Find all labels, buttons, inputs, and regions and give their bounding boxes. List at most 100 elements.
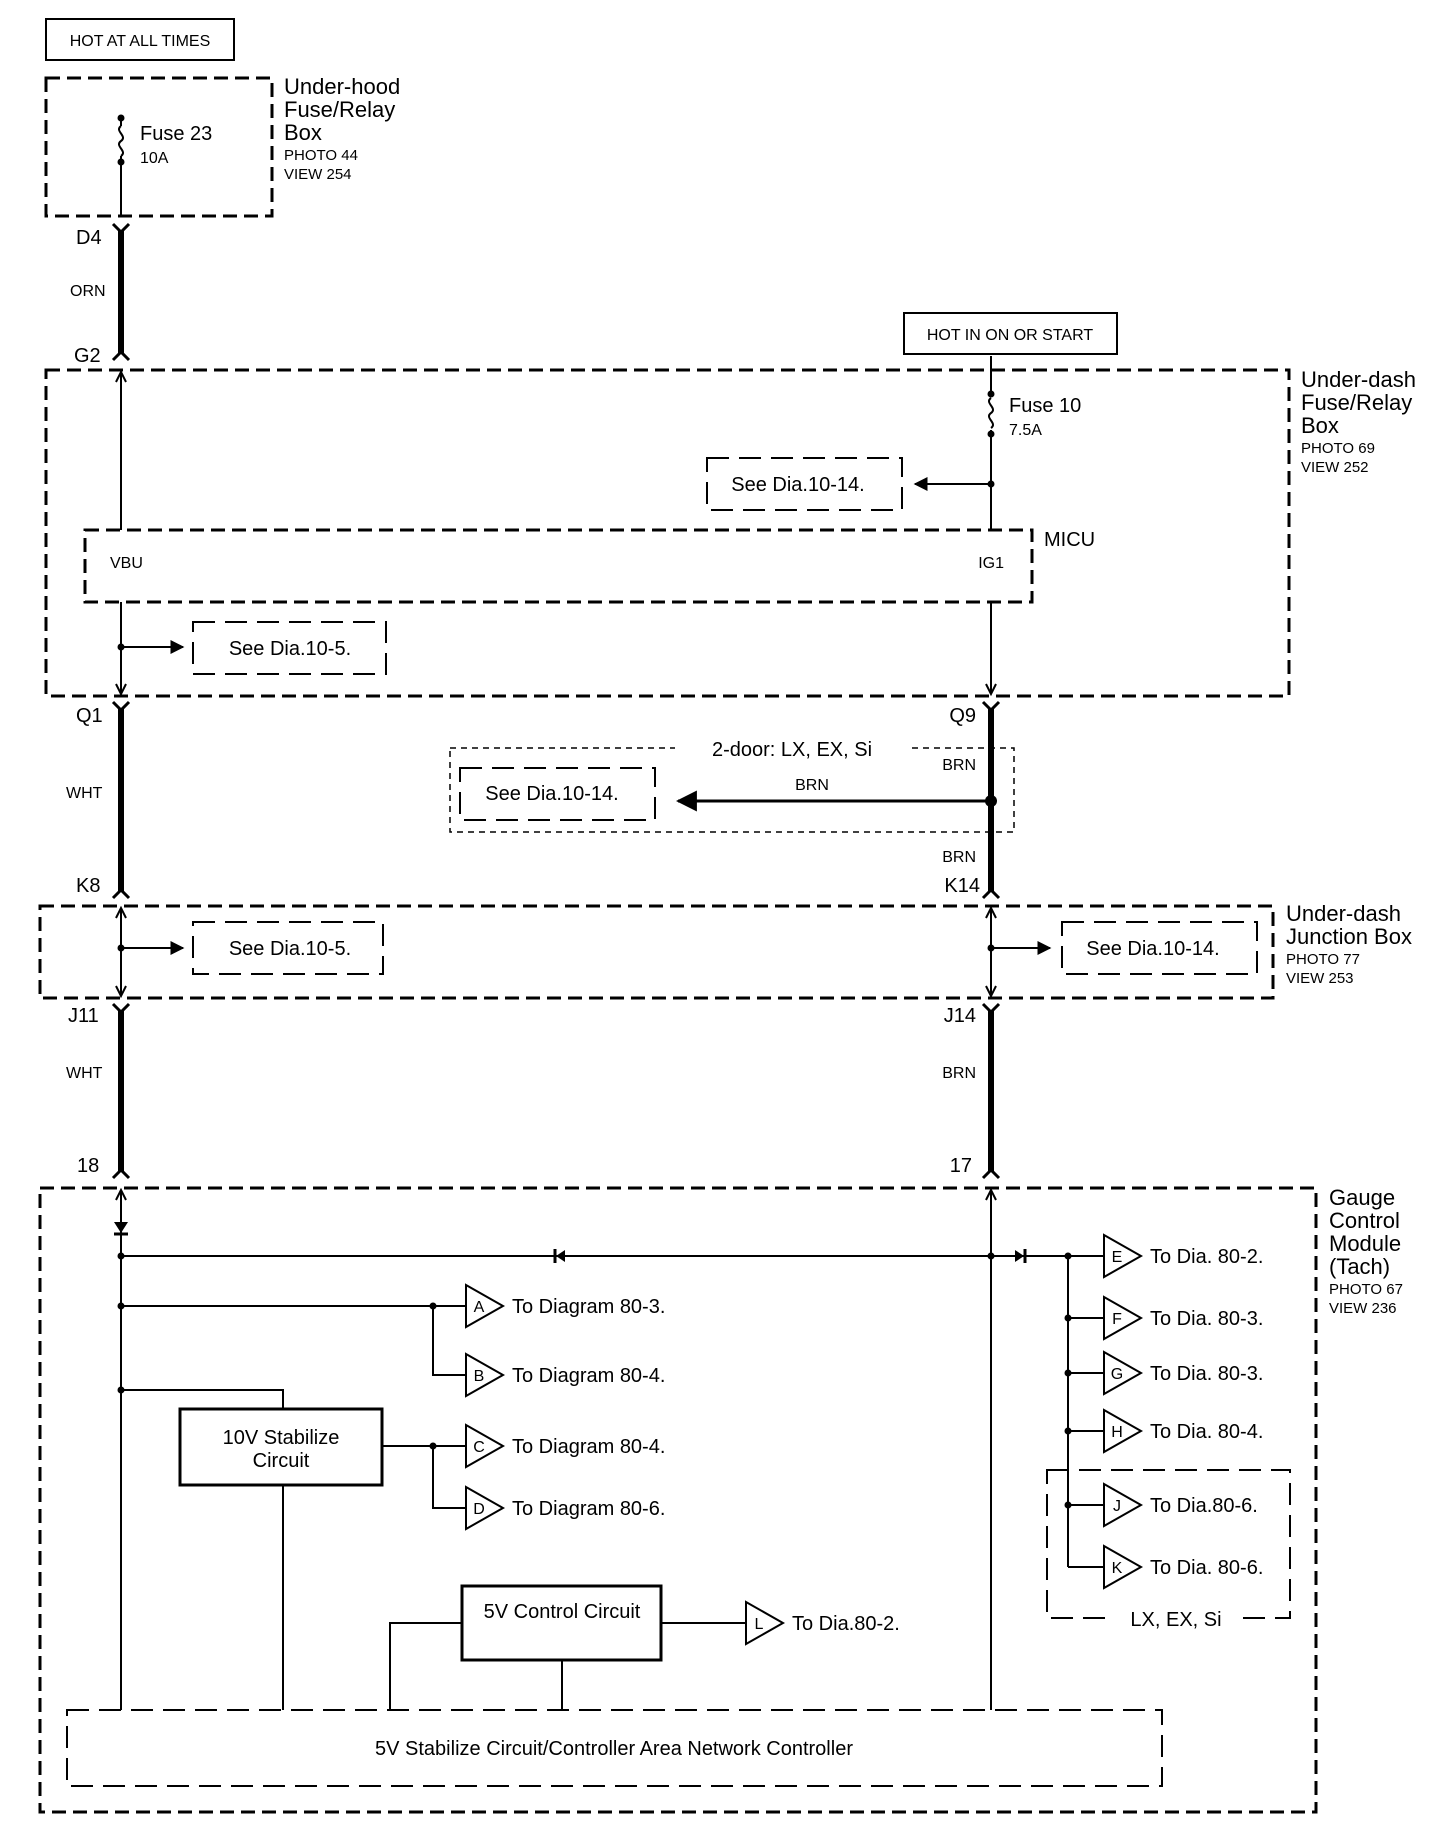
connector-g2: G2	[74, 345, 101, 367]
orn-wire: D4 ORN G2	[70, 222, 131, 367]
ref-letter: J	[1113, 1498, 1121, 1515]
wire-color-wht-upper: WHT	[66, 785, 103, 802]
ref-letter: G	[1111, 1366, 1123, 1383]
svg-text:HOT AT ALL TIMES: HOT AT ALL TIMES	[70, 33, 211, 50]
option-two-door: 2-door: LX, EX, Si BRN See Dia.10-14.	[449, 736, 1015, 833]
svg-text:Gauge: Gauge	[1329, 1185, 1395, 1210]
svg-text:PHOTO 69: PHOTO 69	[1301, 440, 1375, 457]
svg-text:5V Control Circuit: 5V Control Circuit	[484, 1601, 641, 1623]
svg-text:Under-dash: Under-dash	[1286, 901, 1401, 926]
svg-text:VIEW 236: VIEW 236	[1329, 1300, 1397, 1317]
svg-text:7.5A: 7.5A	[1009, 422, 1042, 439]
ref-triangle-k: K To Dia. 80-6.	[1103, 1544, 1263, 1590]
ref-triangle-e: E To Dia. 80-2.	[1103, 1233, 1263, 1279]
ref-triangle-f: F To Dia. 80-3.	[1103, 1295, 1263, 1341]
svg-text:2-door: LX, EX, Si: 2-door: LX, EX, Si	[712, 739, 872, 761]
svg-text:Circuit: Circuit	[253, 1450, 310, 1472]
ref-label: To Dia. 80-3.	[1150, 1308, 1263, 1330]
svg-text:VBU: VBU	[110, 555, 143, 572]
svg-text:VIEW 253: VIEW 253	[1286, 970, 1354, 987]
connector-k14: K14	[944, 875, 980, 897]
ref-letter: E	[1112, 1249, 1123, 1266]
svg-text:Fuse 10: Fuse 10	[1009, 395, 1081, 417]
ref-letter: D	[473, 1501, 485, 1518]
ref-see-dia-10-14-top: See Dia.10-14.	[706, 457, 903, 511]
option-lx-ex-si: LX, EX, Si	[1046, 1469, 1291, 1631]
underhood-fuse-relay-box: Under-hood Fuse/Relay Box PHOTO 44 VIEW …	[44, 74, 400, 218]
ref-label: To Dia.80-6.	[1150, 1495, 1258, 1517]
hot-in-on-or-start-label: HOT IN ON OR START	[903, 312, 1118, 355]
svg-text:See Dia.10-14.: See Dia.10-14.	[1086, 938, 1219, 960]
diode-left-icon	[114, 1222, 128, 1233]
diode-middle-icon	[556, 1250, 565, 1262]
ref-triangle-j: J To Dia.80-6.	[1103, 1482, 1258, 1528]
connector-q9: Q9	[949, 705, 976, 727]
svg-text:See Dia.10-5.: See Dia.10-5.	[229, 938, 351, 960]
svg-text:VIEW 254: VIEW 254	[284, 166, 352, 183]
svg-text:Under-dash: Under-dash	[1301, 367, 1416, 392]
wire-color-brn-middle: BRN	[942, 849, 976, 866]
fuse-23: Fuse 23 10A	[117, 114, 212, 216]
ref-see-dia-10-14-two-door: See Dia.10-14.	[485, 783, 618, 805]
ref-label: To Diagram 80-4.	[512, 1436, 665, 1458]
svg-text:IG1: IG1	[978, 555, 1004, 572]
ref-triangle-c: C To Diagram 80-4.	[465, 1423, 665, 1469]
fuse-10-icon	[988, 397, 994, 429]
connector-k8: K8	[76, 875, 100, 897]
svg-text:Fuse/Relay: Fuse/Relay	[1301, 390, 1412, 415]
svg-text:Fuse/Relay: Fuse/Relay	[284, 97, 395, 122]
ref-letter: C	[473, 1439, 485, 1456]
ref-triangle-d: D To Diagram 80-6.	[465, 1485, 665, 1531]
svg-text:10A: 10A	[140, 150, 169, 167]
ref-letter: L	[755, 1616, 764, 1633]
stabilize-10v-circuit: 10V Stabilize Circuit	[178, 1407, 384, 1487]
connector-j11: J11	[68, 1005, 99, 1027]
svg-text:Box: Box	[284, 120, 322, 145]
svg-text:Box: Box	[1301, 413, 1339, 438]
ref-label: To Diagram 80-3.	[512, 1296, 665, 1318]
svg-text:Module: Module	[1329, 1231, 1401, 1256]
svg-text:PHOTO 67: PHOTO 67	[1329, 1281, 1403, 1298]
svg-text:5V Stabilize Circuit/Controlle: 5V Stabilize Circuit/Controller Area Net…	[375, 1738, 853, 1760]
svg-text:Control: Control	[1329, 1208, 1400, 1233]
diode-right-icon	[1015, 1250, 1024, 1262]
underdash-junction-box: Under-dash Junction Box PHOTO 77 VIEW 25…	[38, 901, 1412, 1000]
svg-text:Under-hood: Under-hood	[284, 74, 400, 99]
wire-color-brn-upper: BRN	[942, 757, 976, 774]
connector-q1: Q1	[76, 705, 103, 727]
micu-box: MICU VBU IG1	[83, 528, 1095, 604]
ref-triangle-b: B To Diagram 80-4.	[465, 1352, 665, 1398]
ref-letter: F	[1112, 1311, 1122, 1328]
wht-wire-upper: Q1 WHT K8	[66, 700, 131, 900]
ref-label: To Diagram 80-6.	[512, 1498, 665, 1520]
ref-label: To Dia. 80-4.	[1150, 1421, 1263, 1443]
connector-j14: J14	[944, 1005, 976, 1027]
ref-letter: B	[474, 1368, 485, 1385]
ref-see-dia-10-5-lower: See Dia.10-5.	[192, 921, 384, 975]
svg-text:10V Stabilize: 10V Stabilize	[223, 1427, 340, 1449]
svg-text:HOT IN ON OR START: HOT IN ON OR START	[927, 327, 1093, 344]
ref-label: To Dia. 80-3.	[1150, 1363, 1263, 1385]
control-5v-circuit: 5V Control Circuit	[460, 1584, 663, 1662]
svg-text:PHOTO 77: PHOTO 77	[1286, 951, 1360, 968]
ref-letter: H	[1111, 1424, 1123, 1441]
ref-label: To Dia. 80-2.	[1150, 1246, 1263, 1268]
svg-text:Fuse 23: Fuse 23	[140, 123, 212, 145]
svg-text:LX, EX, Si: LX, EX, Si	[1130, 1609, 1221, 1631]
ref-triangle-g: G To Dia. 80-3.	[1103, 1350, 1263, 1396]
fuse-10: Fuse 10 7.5A	[987, 356, 1081, 530]
connector-17: 17	[950, 1155, 972, 1177]
wire-color-brn-splice: BRN	[795, 777, 829, 794]
ref-see-dia-10-14-junction: See Dia.10-14.	[1061, 921, 1258, 975]
svg-text:VIEW 252: VIEW 252	[1301, 459, 1369, 476]
ref-label: To Dia. 80-6.	[1150, 1557, 1263, 1579]
can-controller-box: 5V Stabilize Circuit/Controller Area Net…	[66, 1709, 1163, 1787]
ref-label: To Diagram 80-4.	[512, 1365, 665, 1387]
ref-label: To Dia.80-2.	[792, 1613, 900, 1635]
connector-18: 18	[77, 1155, 99, 1177]
ref-letter: K	[1112, 1560, 1123, 1577]
svg-text:See Dia.10-14.: See Dia.10-14.	[731, 474, 864, 496]
svg-text:PHOTO 44: PHOTO 44	[284, 147, 358, 164]
